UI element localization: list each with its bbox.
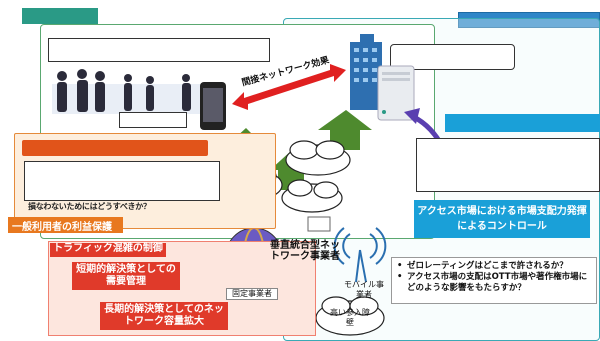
orange-header-bar: [22, 140, 208, 156]
bullet-item: •ゼロレーティングはどこまで許されるか？: [397, 261, 568, 271]
user-welfare-label: 一般利用者の利益保護: [8, 217, 123, 233]
fixed-operator-label: 固定事業者: [226, 288, 278, 300]
question-text: 損なわないためにはどうすべきか？: [28, 202, 151, 211]
smartphone-icon: [200, 82, 226, 130]
vertical-integration-label: 垂直統合型ネットワーク事業者: [270, 240, 340, 262]
barrier-cloud-icon: [315, 296, 385, 336]
right-blank-box: [416, 138, 600, 192]
phone-label-blank-box: [119, 112, 187, 128]
short-term-solution-label: 短期的解決策としての需要管理: [72, 262, 180, 290]
high-barrier-label: 高い参入障壁: [330, 308, 370, 327]
building-icon: [350, 34, 382, 110]
small-device-icon: [307, 216, 331, 232]
right-header-bar: [445, 114, 600, 132]
server-icon: [377, 65, 415, 121]
issue-bullet-list: •ゼロレーティングはどこまで許されるか？ •アクセス市場の支配はOTT市場や著作…: [391, 257, 597, 304]
indirect-effect-arrow-icon: [232, 64, 346, 110]
people-silhouettes-icon: [52, 69, 202, 114]
mobile-tower-icon: [333, 227, 387, 283]
access-control-label: アクセス市場における市場支配力発揮によるコントロール: [414, 200, 590, 238]
long-term-solution-label: 長期的解決策としてのネットワーク容量拡大: [100, 302, 228, 330]
traffic-control-label: トラフィック混雑の制御: [50, 243, 166, 257]
question-blank-box: [24, 161, 220, 201]
top-right-blank-box: [390, 44, 515, 70]
bullet-item: •アクセス市場の支配はOTT市場や著作権市場にどのような影響をもたらすか？: [397, 272, 588, 293]
left-header-tab: [22, 8, 98, 24]
top-left-blank-box: [48, 38, 270, 62]
mobile-operator-label: モバイル事業者: [344, 280, 384, 299]
cloud-icon: [281, 179, 343, 213]
cloud-icon: [285, 140, 351, 176]
